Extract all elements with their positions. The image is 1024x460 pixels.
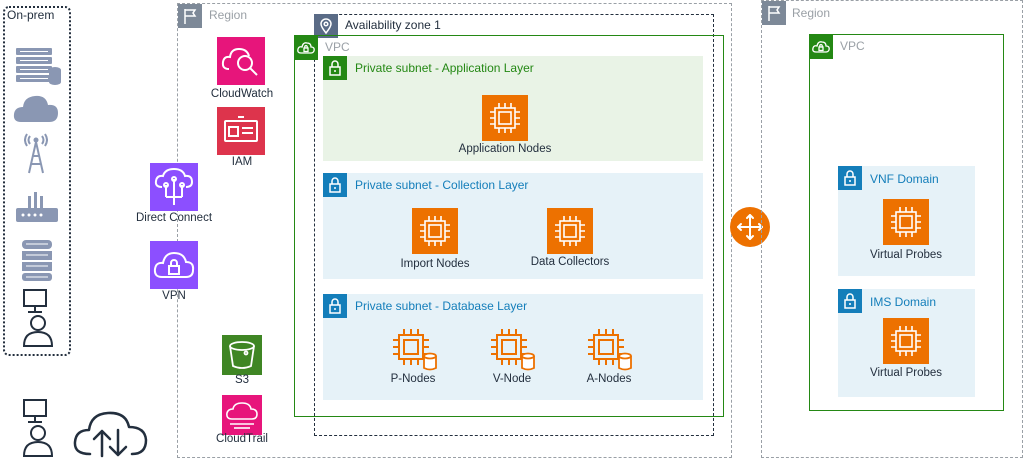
direct-connect-label: Direct Connect [135, 212, 213, 224]
db-instance-icon [491, 329, 535, 371]
ec2-instance-icon [883, 318, 929, 364]
availability-zone-group [314, 14, 714, 436]
subnet-application-label: Private subnet - Application Layer [355, 61, 534, 75]
vpc-cloud-lock-icon [294, 36, 318, 60]
data-collectors-label: Data Collectors [530, 256, 610, 268]
cloudwatch-icon [217, 37, 265, 85]
region-left-label: Region [209, 8, 248, 22]
region-flag-icon [762, 1, 786, 25]
import-nodes-label: Import Nodes [400, 258, 470, 270]
region-right-group [761, 0, 1023, 458]
iam-label: IAM [231, 156, 253, 168]
onprem-label: On-prem [7, 8, 55, 22]
subnet-lock-icon [838, 289, 862, 313]
cloud-icon [13, 95, 58, 122]
subnet-lock-icon [838, 166, 862, 190]
subnet-database-label: Private subnet - Database Layer [355, 299, 528, 313]
cloudtrail-label: CloudTrail [216, 433, 268, 445]
subnet-database [323, 294, 703, 400]
user-workstation-icon [22, 289, 54, 347]
subnet-lock-icon [323, 173, 347, 197]
cloudwatch-label: CloudWatch [210, 88, 274, 100]
server-stack-icon [16, 48, 61, 85]
subnet-collection [323, 173, 703, 279]
region-right-label: Region [792, 6, 831, 20]
router-icon [16, 192, 58, 222]
direct-connect-icon [150, 163, 198, 211]
application-nodes-label: Application Nodes [458, 143, 552, 155]
vnf-virtual-probes-label: Virtual Probes [869, 249, 943, 261]
vpc-left-group [294, 35, 724, 417]
transit-gateway-icon [730, 207, 770, 247]
ec2-instance-icon [547, 208, 593, 254]
vpn-label: VPN [162, 290, 186, 302]
vpc-left-label: VPC [325, 40, 350, 54]
s3-icon [222, 335, 262, 375]
vpc-cloud-lock-icon [809, 35, 833, 59]
vpn-icon [150, 241, 198, 289]
db-instance-icon [588, 329, 632, 371]
cloud-transfer-icon [73, 411, 148, 458]
database-server-icon [22, 240, 52, 281]
subnet-collection-label: Private subnet - Collection Layer [355, 178, 529, 192]
v-node-label: V-Node [492, 373, 532, 385]
s3-label: S3 [234, 374, 250, 386]
a-nodes-label: A-Nodes [586, 373, 632, 385]
ec2-instance-icon [482, 95, 528, 141]
cloudtrail-icon [222, 395, 262, 435]
antenna-tower-icon [24, 133, 48, 174]
ec2-instance-icon [412, 208, 458, 254]
user-workstation-icon [22, 399, 54, 457]
db-instance-icon [393, 329, 437, 371]
p-nodes-label: P-Nodes [390, 373, 436, 385]
onprem-group [3, 6, 71, 356]
subnet-lock-icon [323, 56, 347, 80]
iam-icon [217, 107, 265, 155]
availability-zone-label: Availability zone 1 [345, 18, 441, 32]
subnet-lock-icon [323, 294, 347, 318]
region-flag-icon [178, 4, 202, 28]
location-pin-icon [314, 14, 338, 38]
ec2-instance-icon [883, 199, 929, 245]
ims-domain-label: IMS Domain [870, 295, 937, 309]
vnf-domain-label: VNF Domain [870, 172, 939, 186]
ims-virtual-probes-label: Virtual Probes [869, 367, 943, 379]
vpc-right-group [809, 34, 1004, 411]
vpc-right-label: VPC [840, 39, 865, 53]
